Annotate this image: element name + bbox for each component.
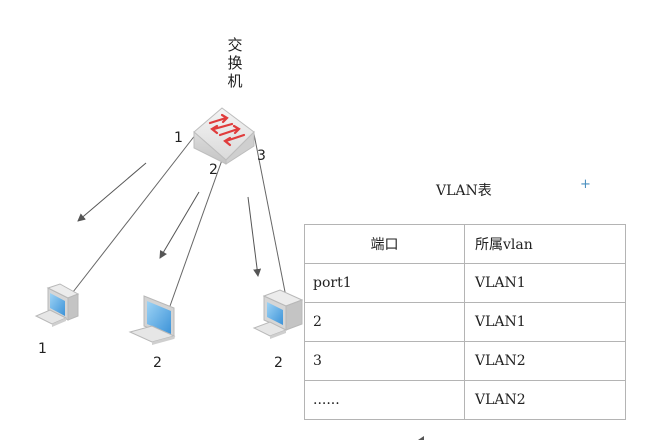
table-cell: 3 (304, 341, 465, 381)
column-header-port: 端口 (304, 224, 465, 264)
desktop-computer-icon (128, 295, 176, 345)
table-cell: port1 (304, 263, 465, 303)
table-cell: ...... (304, 380, 465, 420)
table-cell: VLAN1 (464, 302, 626, 342)
table-cell: VLAN2 (464, 380, 626, 420)
port-label-1: 1 (174, 130, 183, 146)
arrow-to-pc3 (247, 196, 262, 277)
vlan-table-title: VLAN表 (436, 183, 492, 199)
arrow-to-pc2 (159, 191, 200, 259)
table-row: port1 VLAN1 (304, 263, 626, 303)
switch-title-char: 换 (227, 54, 243, 72)
table-cell: VLAN2 (464, 341, 626, 381)
table-cell: VLAN1 (464, 263, 626, 303)
vlan-table: 端口 所属vlan port1 VLAN1 2 VLAN1 3 VLAN2 ..… (304, 224, 626, 420)
cursor-arrow-icon (418, 436, 424, 440)
switch-title-char: 交 (227, 36, 243, 54)
arrow-to-pc1 (77, 162, 147, 222)
pc-label-2: 2 (153, 355, 162, 371)
switch-title: 交 换 机 (220, 36, 250, 90)
switch-title-char: 机 (227, 72, 243, 90)
pc-label-1: 1 (38, 341, 47, 357)
desktop-computer-icon (34, 283, 80, 327)
desktop-computer-icon (252, 289, 304, 339)
table-row: ...... VLAN2 (304, 380, 626, 420)
port-label-3: 3 (257, 148, 266, 164)
pc-label-3: 2 (274, 355, 283, 371)
port-label-2: 2 (209, 162, 218, 178)
table-row: 3 VLAN2 (304, 341, 626, 381)
column-header-vlan: 所属vlan (464, 224, 626, 264)
network-switch-icon (193, 107, 255, 165)
link-port3-pc3 (253, 133, 288, 303)
plus-icon: + (580, 177, 591, 192)
link-port1-pc1 (72, 133, 197, 293)
table-header-row: 端口 所属vlan (304, 224, 626, 264)
table-cell: 2 (304, 302, 465, 342)
table-row: 2 VLAN1 (304, 302, 626, 342)
link-port2-pc2 (169, 159, 223, 307)
